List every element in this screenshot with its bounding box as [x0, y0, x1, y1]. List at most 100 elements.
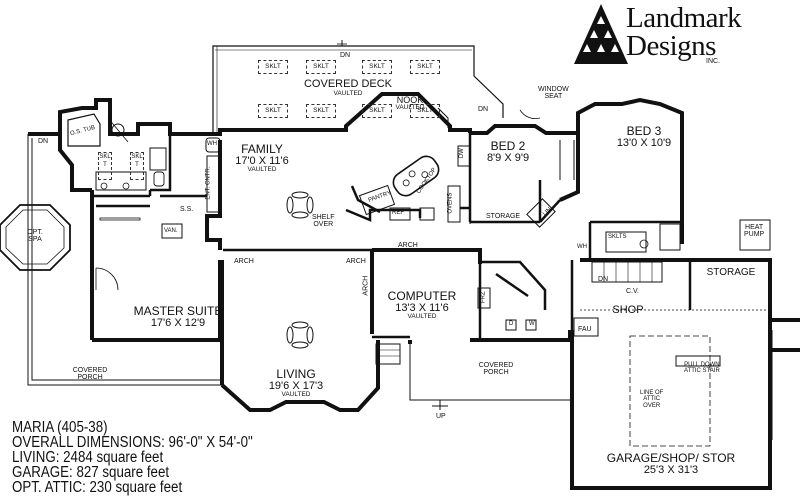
room-covered-porch-front: COVERED PORCH [476, 362, 516, 377]
pull-down-line2: ATTIC STAIR [684, 368, 720, 375]
interior-walls [92, 133, 684, 339]
porch-lines [27, 134, 572, 410]
dn-shop: DN [598, 276, 609, 283]
skylight-bath-1: SKLT [98, 152, 112, 180]
nook-name: NOOK [396, 95, 424, 105]
skylight-deck-3: SKLT [362, 60, 392, 74]
logo-line2: Designs [626, 30, 716, 62]
landmark-designs-logo: Landmark Designs INC. [572, 2, 797, 66]
arch-2: ARCH [346, 258, 366, 265]
room-computer: COMPUTER 13'3 X 11'6 VAULTED [374, 290, 470, 321]
ss-label: S.S. [180, 206, 194, 213]
ovens-label: OVENS [447, 192, 454, 214]
attic-line-1: LINE OF [640, 390, 664, 396]
skylight-deck-4: SKLT [410, 60, 440, 74]
nook-sub: VAULTED [395, 104, 425, 112]
room-garage: GARAGE/SHOP/ STOR 25'3 X 31'3 [606, 452, 736, 476]
wh-shop: WH [577, 244, 587, 250]
master-name: MASTER SUITE [133, 304, 223, 318]
heat-pump-line1: HEAT [745, 224, 764, 231]
bed3-dim: 13'0 X 10'9 [616, 136, 672, 149]
van-label: VAN. [164, 228, 178, 234]
spa-outline [0, 204, 71, 271]
porch-left-sub: PORCH [77, 374, 103, 382]
skylight-deck-6: SKLT [306, 104, 336, 118]
garage-dim: 25'3 X 31'3 [643, 463, 699, 476]
wh-master: WH [207, 141, 217, 147]
family-sub: VAULTED [247, 166, 277, 174]
cooktop-island [392, 155, 440, 197]
logo-triangle-icon [574, 4, 628, 64]
dn-bed2: DN [478, 106, 489, 113]
ref-label: REF [392, 210, 404, 216]
window-seat-line2: SEAT [544, 93, 563, 101]
bed2-name: BED 2 [490, 139, 526, 153]
shelf-over-label: SHELF OVER [312, 214, 335, 229]
garage-name: GARAGE/SHOP/ STOR [606, 451, 736, 465]
master-dim: 17'6 X 12'9 [150, 316, 206, 329]
spa-sub: SPA [28, 236, 42, 244]
attic-line-label: LINE OF ATTIC OVER [640, 390, 663, 409]
skylight-deck-1: SKLT [258, 60, 288, 74]
bed2-dim: 8'9 X 9'9 [486, 151, 530, 164]
attic-line-2: ATTIC [643, 396, 661, 403]
logo-inc: INC. [706, 58, 720, 65]
garage-area: GARAGE: 827 square feet [12, 464, 170, 481]
room-master-suite: MASTER SUITE 17'6 X 12'9 [128, 305, 228, 329]
skylight-deck-5: SKLT [258, 104, 288, 118]
up-porch: UP [436, 413, 446, 420]
exterior-walls [28, 92, 800, 490]
attic-line-3: OVER [643, 402, 661, 409]
deck-outline [212, 45, 504, 134]
arch-1: ARCH [234, 258, 254, 265]
living-area: LIVING: 2484 square feet [12, 449, 164, 466]
covered-deck-sub: VAULTED [333, 89, 363, 97]
plan-name: MARIA (405-38) [12, 419, 108, 436]
overall-dimensions: OVERALL DIMENSIONS: 96'-0" X 54'-0" [12, 434, 253, 451]
living-sub: VAULTED [281, 391, 311, 399]
washer-label: W [529, 321, 535, 327]
porch-left-name: COVERED [72, 367, 108, 374]
heat-pump-label: HEAT PUMP [744, 224, 764, 239]
ceiling-fan-living [286, 321, 314, 349]
pull-down-stair-label: PULL DOWN ATTIC STAIR [684, 362, 720, 375]
family-name: FAMILY [241, 142, 283, 156]
skylight-deck-8: SKLT [410, 104, 440, 118]
fau-label: FAU [578, 326, 592, 333]
living-dim: 19'6 X 17'3 [268, 379, 324, 392]
window-seat-line1: WINDOW [538, 86, 569, 93]
heat-pump-line2: PUMP [744, 231, 765, 239]
room-living: LIVING 19'6 X 17'3 VAULTED [258, 368, 334, 399]
skylight-deck-7: SKLT [362, 104, 392, 118]
arch-4: ARCH [362, 275, 370, 296]
dryer-label: D [509, 321, 514, 327]
skylight-bath-2: SKLT [130, 152, 144, 180]
attic-area: OPT. ATTIC: 230 square feet [12, 479, 183, 496]
dn-porch-left: DN [38, 138, 49, 145]
computer-name: COMPUTER [387, 289, 457, 303]
window-seat-label: WINDOW SEAT [538, 86, 569, 101]
room-covered-deck: COVERED DECK VAULTED [258, 78, 438, 97]
cv-label: C.V. [626, 288, 639, 295]
living-name: LIVING [276, 367, 316, 381]
room-family: FAMILY 17'0 X 11'6 VAULTED [222, 143, 302, 174]
spa-name: OPT. [27, 229, 43, 236]
room-bed3: BED 3 13'0 X 10'9 [604, 125, 684, 149]
arch-3: ARCH [398, 242, 418, 249]
porch-front-name: COVERED [478, 362, 514, 369]
storage-hall-label: STORAGE [486, 213, 521, 220]
room-covered-porch-left: COVERED PORCH [70, 367, 110, 382]
ceiling-fan-family [286, 191, 314, 219]
skylights-bath-label: SKLTS [608, 234, 627, 240]
computer-sub: VAULTED [407, 313, 437, 321]
room-shop: SHOP [612, 304, 644, 316]
pull-down-line1: PULL DOWN [684, 362, 720, 368]
room-opt-spa: OPT. SPA [20, 229, 50, 244]
shelf-over-line1: SHELF [312, 214, 335, 221]
covered-deck-name: COVERED DECK [303, 78, 393, 90]
family-dim: 17'0 X 11'6 [235, 154, 289, 167]
frz-label: FRZ [480, 291, 487, 303]
room-storage: STORAGE [706, 267, 756, 278]
plan-info: MARIA (405-38) OVERALL DIMENSIONS: 96'-0… [12, 419, 253, 496]
